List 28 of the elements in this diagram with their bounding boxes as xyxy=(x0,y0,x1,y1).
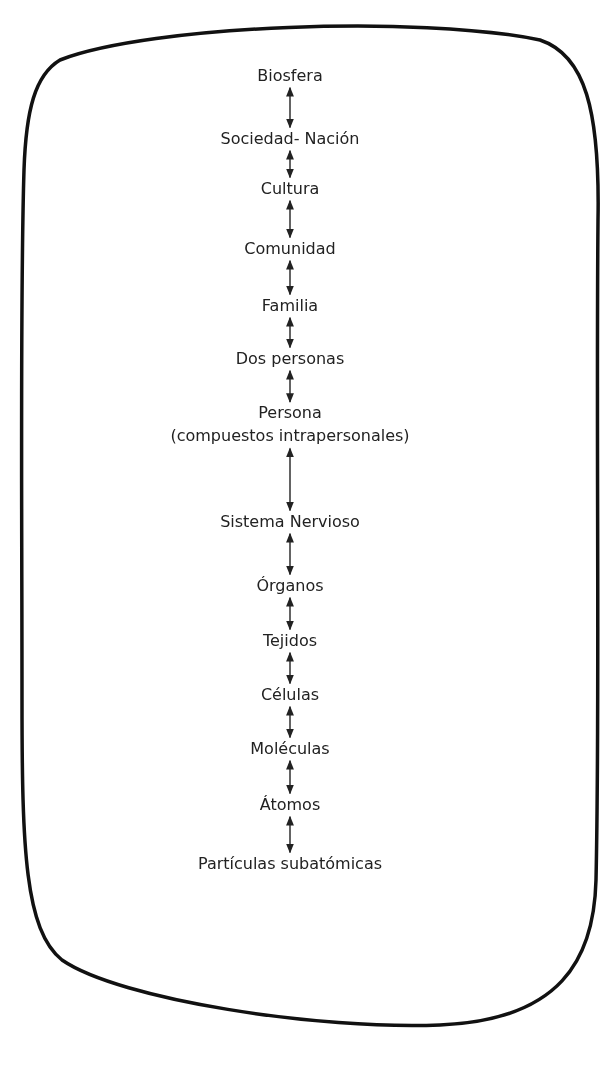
level-label: Células xyxy=(260,683,320,706)
double-arrow xyxy=(286,259,294,296)
level-label: Órganos xyxy=(256,574,324,597)
double-arrow xyxy=(286,86,294,129)
double-arrow xyxy=(286,705,294,739)
level-label: Átomos xyxy=(259,793,321,816)
double-arrow xyxy=(286,759,294,795)
level-label: Sistema Nervioso xyxy=(220,510,360,533)
double-arrow xyxy=(286,199,294,239)
double-arrow xyxy=(286,651,294,685)
level-label: (compuestos intrapersonales) xyxy=(170,425,410,448)
double-arrow xyxy=(286,316,294,349)
level-label: Partículas subatómicas xyxy=(197,852,383,875)
level-label: Persona xyxy=(257,402,323,424)
level-label: Moléculas xyxy=(250,737,330,760)
double-arrow xyxy=(286,447,294,512)
double-arrow xyxy=(286,369,294,403)
double-arrow xyxy=(286,532,294,576)
level-label: Tejidos xyxy=(262,629,318,652)
level-label: Cultura xyxy=(260,177,320,200)
level-label: Familia xyxy=(261,294,319,317)
level-label: Biosfera xyxy=(257,64,323,87)
level-label: Dos personas xyxy=(235,347,345,370)
double-arrow xyxy=(286,815,294,854)
level-label: Comunidad xyxy=(244,237,336,260)
double-arrow xyxy=(286,596,294,631)
double-arrow xyxy=(286,149,294,179)
level-label: Sociedad- Nación xyxy=(220,127,360,150)
